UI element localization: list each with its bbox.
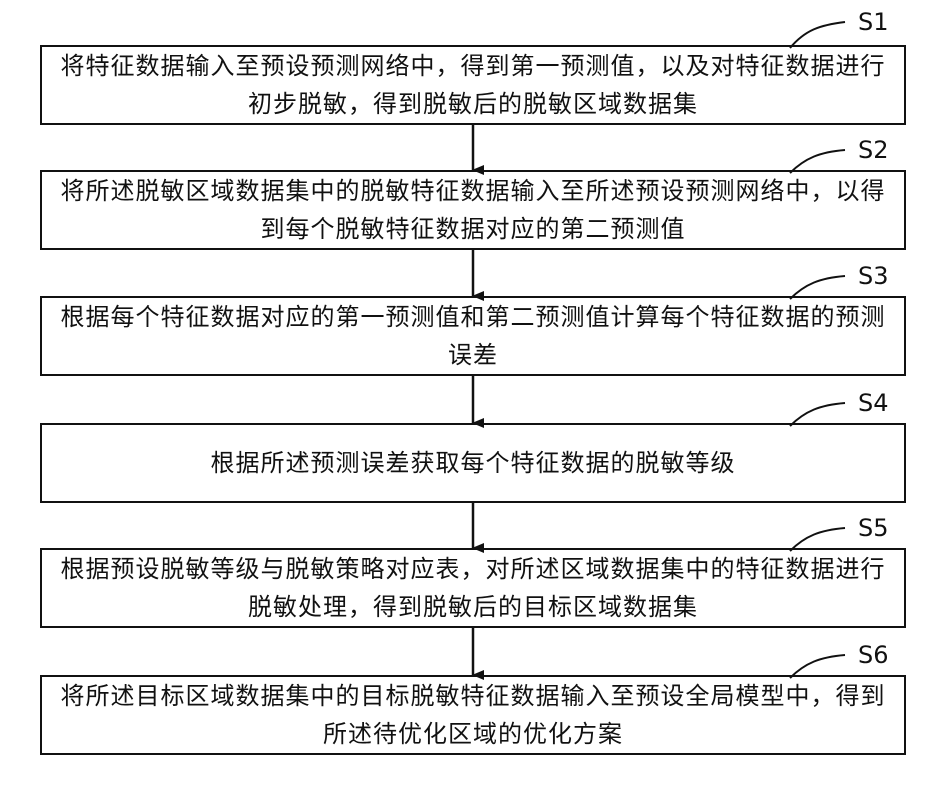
step-label-s6: S6 [858,641,889,669]
step-box-s2: 将所述脱敏区域数据集中的脱敏特征数据输入至所述预设预测网络中，以得到每个脱敏特征… [40,170,906,250]
step-text-s3: 根据每个特征数据对应的第一预测值和第二预测值计算每个特征数据的预测误差 [52,298,894,374]
step-text-s5: 根据预设脱敏等级与脱敏策略对应表，对所述区域数据集中的特征数据进行脱敏处理，得到… [52,550,894,626]
step-box-s6: 将所述目标区域数据集中的目标脱敏特征数据输入至预设全局模型中，得到所述待优化区域… [40,675,906,755]
step-text-s4: 根据所述预测误差获取每个特征数据的脱敏等级 [52,444,894,482]
step-box-s4: 根据所述预测误差获取每个特征数据的脱敏等级 [40,423,906,503]
step-label-s5: S5 [858,514,889,542]
step-label-s2: S2 [858,136,889,164]
step-box-s3: 根据每个特征数据对应的第一预测值和第二预测值计算每个特征数据的预测误差 [40,296,906,376]
step-text-s1: 将特征数据输入至预设预测网络中，得到第一预测值，以及对特征数据进行初步脱敏，得到… [52,47,894,123]
step-label-s1: S1 [858,8,889,36]
step-label-s4: S4 [858,389,889,417]
step-box-s5: 根据预设脱敏等级与脱敏策略对应表，对所述区域数据集中的特征数据进行脱敏处理，得到… [40,548,906,628]
step-text-s2: 将所述脱敏区域数据集中的脱敏特征数据输入至所述预设预测网络中，以得到每个脱敏特征… [52,172,894,248]
step-box-s1: 将特征数据输入至预设预测网络中，得到第一预测值，以及对特征数据进行初步脱敏，得到… [40,45,906,125]
step-label-s3: S3 [858,262,889,290]
step-text-s6: 将所述目标区域数据集中的目标脱敏特征数据输入至预设全局模型中，得到所述待优化区域… [52,677,894,753]
